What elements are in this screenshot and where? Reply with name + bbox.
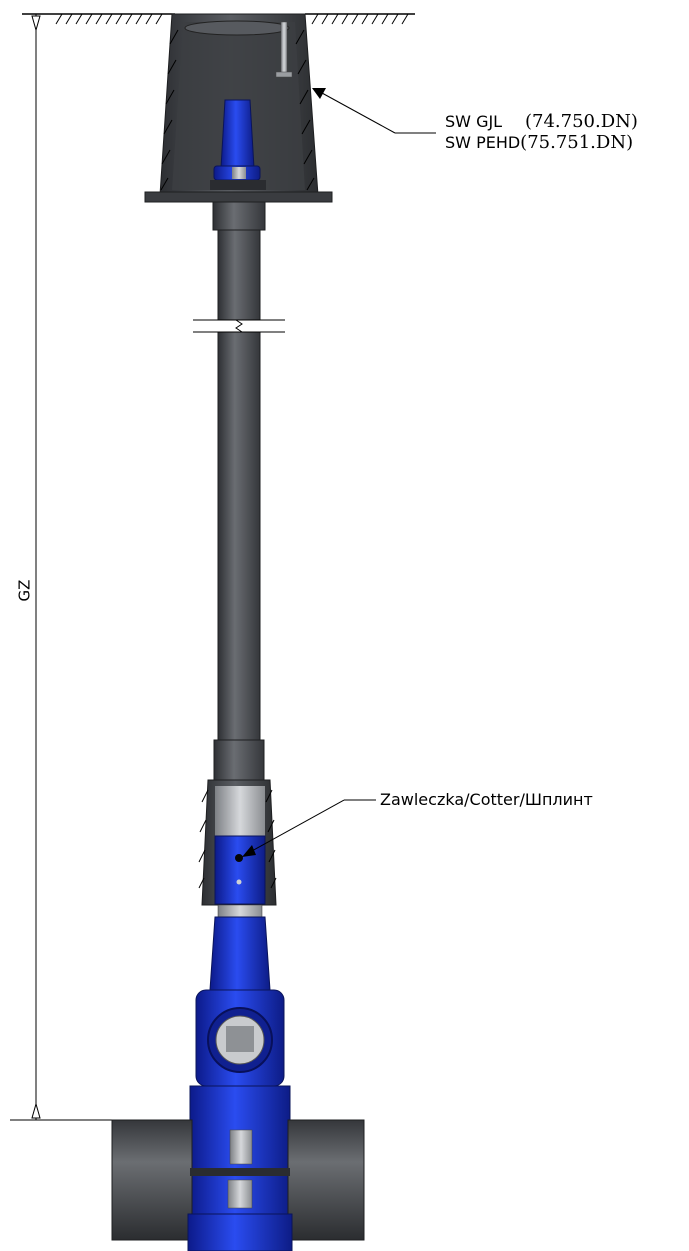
spindle-cap [210,99,266,190]
ground-surface [22,13,415,25]
box-pehd-code: (75.751.DN) [520,132,634,153]
extension-spindle-pipe [193,201,285,783]
box-pehd-name: SW PEHD [445,133,521,152]
cotter-pin-hole [235,854,243,862]
valve-body-bolts [187,1129,293,1251]
leader-cotter [242,799,376,857]
cotter-pin-label: Zawleczka/Cotter/Шплинт [380,790,593,809]
main-pipe [111,1119,365,1241]
depth-dimension [10,14,112,1121]
anchor-bolt [275,21,293,78]
leader-box [312,88,436,134]
depth-label: GZ [15,579,34,602]
box-gjl-label: SW GJL (74.750.DN) [445,113,638,131]
box-pehd-label: SW PEHD(75.751.DN) [445,134,633,152]
coupling-sleeve [198,779,277,906]
box-gjl-name: SW GJL [445,112,503,131]
box-gjl-code: (74.750.DN) [525,111,638,132]
